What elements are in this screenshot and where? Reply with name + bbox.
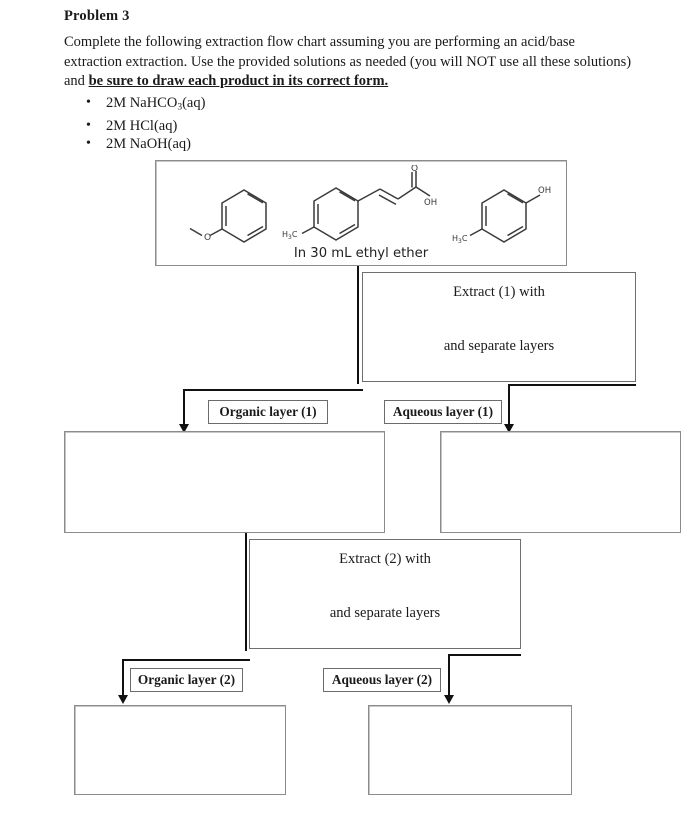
starting-material-caption: In 30 mL ethyl ether — [293, 246, 429, 261]
extract1-bottom-text: and separate layers — [443, 338, 555, 354]
extract2-top-text: Extract (2) with — [339, 551, 431, 567]
page-title: Problem 3 — [64, 8, 130, 24]
methyl-label: H3C — [452, 234, 468, 245]
hydroxyl-label: OH — [424, 198, 437, 208]
list-item: • 2M NaHCO3(aq) — [70, 94, 400, 117]
connector-start-to-extract1 — [357, 266, 359, 384]
phenol-hydroxyl-label: OH — [538, 186, 551, 196]
carbonyl-oxygen-label: O — [411, 165, 418, 174]
list-item: • 2M HCl(aq) — [70, 117, 400, 136]
solution-concentration: 2M — [106, 136, 130, 153]
organic-layer-1-label: Organic layer (1) — [208, 400, 328, 424]
solutions-list: • 2M NaHCO3(aq) • 2M HCl(aq) • 2M NaOH(a… — [70, 94, 400, 154]
organic-layer-1-text: Organic layer (1) — [219, 404, 317, 419]
bullet-icon: • — [86, 117, 91, 133]
bullet-icon: • — [86, 95, 91, 110]
organic-1-answer-box[interactable] — [64, 431, 385, 533]
starting-material-box: O O OH H3C — [155, 160, 567, 266]
problem-description-emphasis: be sure to draw each product in its corr… — [88, 73, 389, 89]
para-cresol-structure: OH H3C — [452, 186, 551, 245]
extract2-box: Extract (2) with and separate layers — [249, 539, 521, 649]
anisole-structure: O — [189, 189, 267, 243]
connector-organic1-to-extract2 — [245, 533, 247, 651]
organic-2-answer-box[interactable] — [74, 705, 286, 795]
aqueous-2-answer-box[interactable] — [368, 705, 572, 795]
connector-extract2-organic — [122, 659, 250, 661]
solution-subscript: 3 — [177, 102, 183, 113]
arrowhead-organic1 — [178, 424, 189, 433]
extract2-bottom-text: and separate layers — [329, 605, 441, 621]
arrowhead-organic2 — [117, 695, 128, 704]
solution-name: NaHCO — [129, 95, 178, 111]
organic-layer-2-text: Organic layer (2) — [137, 672, 236, 687]
aqueous-layer-1-label: Aqueous layer (1) — [384, 400, 502, 424]
aqueous-layer-2-text: Aqueous layer (2) — [331, 672, 433, 687]
anisole-oxygen-label: O — [204, 233, 211, 243]
solution-concentration: 2M — [106, 95, 130, 111]
connector-extract2-organic-down — [122, 659, 124, 698]
solution-state: (aq) — [182, 95, 206, 111]
aqueous-1-answer-box[interactable] — [440, 431, 681, 533]
connector-extract1-aqueous — [508, 384, 636, 386]
methylcinnamic-acid-structure: O OH H3C — [282, 165, 437, 241]
connector-extract1-organic — [183, 389, 363, 391]
list-item: • 2M NaOH(aq) — [70, 135, 400, 154]
connector-extract2-aqueous-down — [448, 654, 450, 698]
solution-concentration: 2M — [106, 117, 130, 134]
organic-layer-2-label: Organic layer (2) — [130, 668, 243, 692]
problem-description-text: Complete the following extraction flow c… — [64, 34, 632, 89]
arrowhead-aqueous2 — [443, 695, 454, 704]
connector-extract1-organic-down — [183, 389, 185, 427]
problem-description: Complete the following extraction flow c… — [64, 33, 632, 92]
extract1-box: Extract (1) with and separate layers — [362, 272, 636, 382]
aqueous-layer-1-text: Aqueous layer (1) — [392, 404, 494, 419]
connector-extract2-aqueous — [448, 654, 521, 656]
solution-name: NaOH(aq) — [129, 136, 191, 153]
extract1-top-text: Extract (1) with — [453, 284, 545, 300]
aqueous-layer-2-label: Aqueous layer (2) — [323, 668, 441, 692]
bullet-icon: • — [86, 136, 91, 152]
solution-name: HCl(aq) — [129, 117, 178, 134]
arrowhead-aqueous1 — [503, 424, 514, 433]
methyl-label: H3C — [282, 230, 298, 241]
connector-extract1-aqueous-down — [508, 384, 510, 427]
